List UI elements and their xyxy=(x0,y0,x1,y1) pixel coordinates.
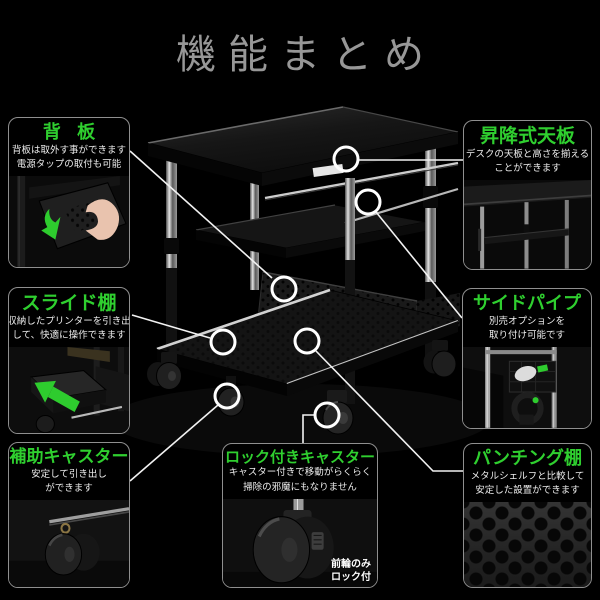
brand-label xyxy=(312,163,344,178)
side-pipe-photo xyxy=(463,347,591,428)
marker-punched-shelf xyxy=(293,327,321,355)
callout-title: 補助キャスター xyxy=(9,447,129,467)
callout-desc: して、快適に操作できます xyxy=(12,330,126,342)
callout-title: 背 板 xyxy=(42,122,101,143)
callout-title: サイドパイプ xyxy=(473,293,581,314)
marker-slide-shelf xyxy=(209,328,237,356)
leader-aux-caster xyxy=(129,404,219,482)
marker-side-pipe xyxy=(354,188,382,216)
bottom-shelf xyxy=(155,288,460,396)
lift-top-photo xyxy=(464,180,591,269)
lock-caster-note: 前輪のみ ロック付 xyxy=(331,559,371,583)
auxiliary-caster xyxy=(217,376,245,417)
callout-lock-caster: ロック付きキャスター キャスター付きで移動がらくらく 掃除の邪魔にもなりません xyxy=(222,443,378,588)
leader-side-pipe xyxy=(375,211,463,319)
callout-lift-top: 昇降式天板 デスクの天板と高さを揃える ことができます xyxy=(463,120,592,270)
front-pole xyxy=(341,178,359,404)
marker-aux-caster xyxy=(213,382,241,410)
side-pipes xyxy=(264,161,459,225)
lock-lever xyxy=(311,531,324,550)
left-caster xyxy=(147,352,182,390)
marker-back-panel xyxy=(270,275,298,303)
top-panel xyxy=(147,106,459,186)
callout-desc: デスクの天板と高さを揃える xyxy=(465,148,590,160)
perforated-back-panel xyxy=(257,271,460,339)
green-arrow-icon xyxy=(41,209,61,240)
callout-back-panel: 背 板 背板は取外す事ができます 電源タップの取付も可能 xyxy=(8,117,130,268)
callout-desc: メタルシェルフと比較して xyxy=(470,470,585,482)
aux-caster-photo xyxy=(9,500,129,587)
back-panel-photo xyxy=(9,176,129,267)
callout-desc: 取り付け可能です xyxy=(488,329,565,341)
callout-slide-shelf: スライド棚 収納したプリンターを引き出 して、快適に操作できます xyxy=(8,287,130,434)
callout-title: パンチング棚 xyxy=(473,448,582,469)
callout-desc: 背板は取外す事ができます xyxy=(11,144,126,156)
chrome-poles xyxy=(164,140,438,364)
slide-shelf-photo xyxy=(9,347,129,433)
callout-aux-caster: 補助キャスター 安定して引き出し ができます xyxy=(8,442,130,588)
callout-desc: ができます xyxy=(45,482,93,494)
callout-desc: 収納したプリンターを引き出 xyxy=(8,315,130,327)
middle-shelf xyxy=(195,204,426,258)
callout-title: ロック付きキャスター xyxy=(224,448,375,466)
callout-punched-shelf: パンチング棚 メタルシェルフと比較して 安定した設置ができます xyxy=(463,443,592,588)
green-accent xyxy=(537,364,549,373)
callout-title: 昇降式天板 xyxy=(479,125,575,147)
hand xyxy=(85,199,120,241)
right-caster xyxy=(423,340,457,378)
callout-desc: 別売オプションを xyxy=(488,315,565,327)
callout-desc: ことができます xyxy=(494,163,561,175)
callout-desc: 電源タップの取付も可能 xyxy=(16,158,122,170)
callout-desc: 掃除の邪魔にもなりません xyxy=(243,481,357,493)
front-lock-caster xyxy=(322,390,354,435)
callout-desc: 安定した設置ができます xyxy=(475,484,580,496)
leader-slide-shelf xyxy=(131,314,211,339)
callout-desc: 安定して引き出し xyxy=(31,468,107,480)
page-title: 機能まとめ xyxy=(176,32,436,78)
leader-back-panel xyxy=(129,150,273,279)
callout-desc: キャスター付きで移動がらくらく xyxy=(228,467,372,479)
marker-lift-top xyxy=(332,145,360,173)
marker-lock-caster xyxy=(313,401,341,429)
callout-side-pipe: サイドパイプ 別売オプションを 取り付け可能です xyxy=(462,288,592,429)
casters xyxy=(147,340,457,435)
lock-caster-photo: 前輪のみ ロック付 xyxy=(223,498,377,587)
punched-shelf-photo xyxy=(464,502,591,587)
leader-lock-caster xyxy=(302,414,314,443)
callout-title: スライド棚 xyxy=(21,292,117,314)
green-arrow-icon xyxy=(34,381,80,413)
